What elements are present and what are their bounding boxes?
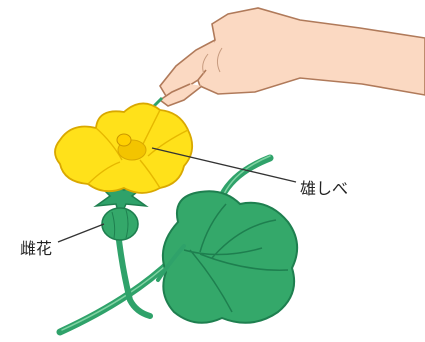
female-flower-label: 雌花	[20, 239, 52, 258]
flower	[55, 103, 192, 193]
ovary	[102, 208, 138, 240]
hand	[141, 8, 425, 118]
flower-stem	[118, 232, 150, 316]
arm	[195, 8, 425, 95]
pistil	[117, 134, 131, 146]
leaf-blade	[163, 191, 297, 323]
female-flower-leader-line	[58, 224, 104, 242]
leaf	[158, 191, 297, 323]
stamen-label: 雄しべ	[300, 179, 348, 198]
